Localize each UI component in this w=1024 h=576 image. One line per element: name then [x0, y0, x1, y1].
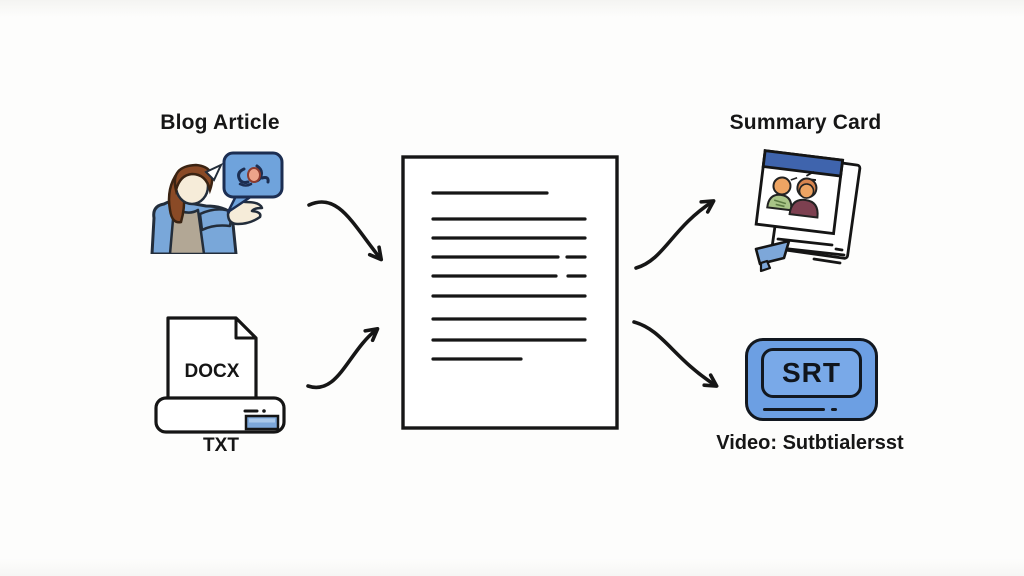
file-fold-corner [234, 318, 256, 340]
document-page [401, 155, 619, 430]
srt-badge: SRT [761, 348, 862, 398]
tray-dot [262, 409, 266, 413]
card-person-right [788, 170, 819, 219]
front-card [754, 149, 845, 236]
tray-button-highlight [249, 418, 275, 423]
txt-label: TXT [203, 435, 239, 456]
docx-text: DOCX [185, 361, 240, 382]
bookmark-flag-icon [754, 239, 791, 273]
person-speaking-icon [150, 151, 284, 254]
subtitle-progress-dot [831, 407, 837, 411]
arrow-document-to-summary [634, 199, 716, 270]
subtitle-progress-line [763, 407, 825, 411]
arrow-blog-to-document [307, 200, 384, 262]
arrow-file-to-document [306, 326, 380, 390]
subtitle-screen-icon: SRT [745, 338, 878, 421]
blog-article-label: Blog Article [160, 111, 280, 134]
file-sheet [166, 316, 258, 404]
text-document-icon [401, 155, 619, 430]
collar-shape [204, 162, 224, 182]
document-file-tray-icon: DOCX [154, 316, 286, 434]
card-text-lines [776, 237, 846, 265]
arrow-document-to-subtitles [632, 320, 719, 388]
video-subtitles-label: Video: Sutbtialersst [716, 432, 904, 454]
summary-card-label: Summary Card [729, 111, 882, 134]
stacked-cards-icon [754, 149, 862, 273]
document-text-lines [431, 191, 587, 361]
arm-shape [198, 208, 234, 232]
hair-front [173, 163, 214, 195]
card-header-bar [761, 149, 845, 178]
bubble-doodle [237, 164, 270, 187]
